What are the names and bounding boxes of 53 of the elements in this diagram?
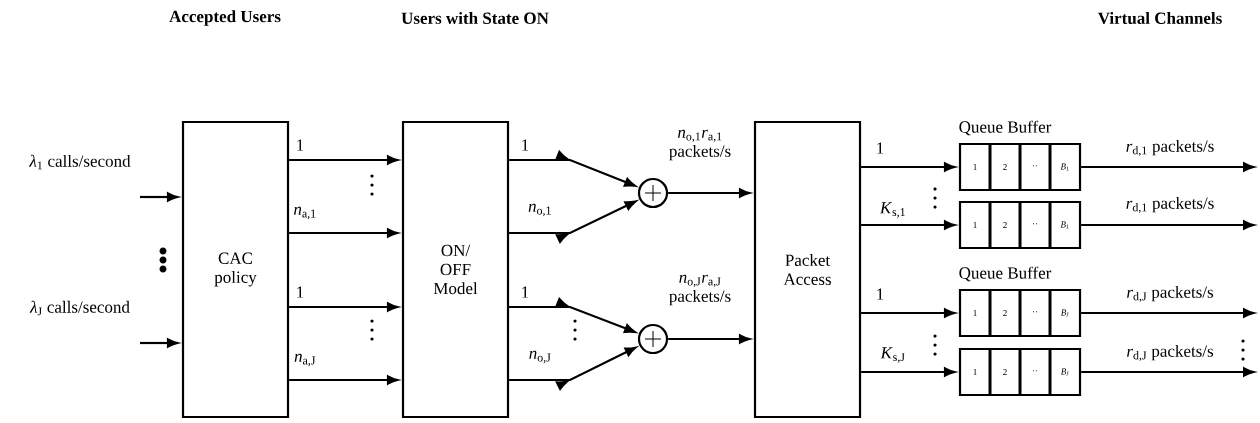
column-heading: Accepted Users	[169, 10, 281, 26]
process-box: CAC policy	[181, 120, 290, 419]
queue-buffer: 1 2 ·· B$_{1}$	[958, 142, 1082, 192]
queue-buffer: 1 2 ·· B$_{J}$	[958, 288, 1082, 338]
arrow	[861, 367, 956, 377]
arrow	[668, 188, 751, 198]
edge-label: r$_{d,1}$ packets/s	[1126, 139, 1214, 157]
arrow	[289, 375, 399, 385]
summing-junction	[637, 323, 669, 355]
arrow	[861, 220, 956, 230]
edge-label: 1	[522, 286, 529, 298]
queue-buffer: 1 2 ·· B$_{J}$	[958, 347, 1082, 397]
edge-label: n$_{o,1}$r$_{a,1}$ packets/s	[669, 129, 731, 161]
edge-label: r$_{d,J}$ packets/s	[1127, 344, 1214, 362]
edge-label: K$_{s,1}$	[879, 202, 905, 218]
arrow	[289, 302, 399, 312]
arrow	[861, 308, 956, 318]
edge-label: n$_{o,J}$r$_{a,J}$ packets/s	[669, 274, 731, 306]
arrow	[289, 228, 399, 238]
edge-label: λ$_{J}$ calls/second	[29, 300, 130, 316]
arrow	[140, 338, 179, 348]
edge-label: 1	[297, 286, 304, 298]
column-heading: Virtual Channels	[1097, 12, 1222, 24]
arrow	[289, 155, 399, 165]
queue-buffer: 1 2 ·· B$_{1}$	[958, 200, 1082, 250]
edge-label: K$_{s,J}$	[880, 347, 905, 363]
edge-label: 1	[297, 139, 304, 151]
arrow	[1081, 367, 1255, 377]
arrow	[140, 192, 179, 202]
edge-label: n$_{o,J}$	[529, 350, 551, 364]
edge-label: 1	[522, 139, 529, 151]
arrow	[861, 162, 956, 172]
edge-label: n$_{a,J}$	[294, 353, 316, 367]
queue-label: Queue Buffer	[959, 266, 1052, 282]
edge-label: n$_{a,1}$	[294, 206, 316, 220]
edge-label: 1	[877, 142, 884, 154]
summing-junction	[637, 177, 669, 209]
arrow	[1081, 162, 1255, 172]
arrow	[1081, 308, 1255, 318]
arrow	[1081, 220, 1255, 230]
queue-label: Queue Buffer	[959, 120, 1052, 136]
column-heading: Users with State ON	[401, 12, 549, 24]
process-box: Packet Access	[753, 120, 862, 419]
edge-label: r$_{d,J}$ packets/s	[1127, 285, 1214, 303]
arrow	[668, 334, 751, 344]
arrow	[509, 150, 636, 187]
arrow	[509, 200, 637, 243]
edge-label: λ$_{1}$ calls/second	[29, 154, 131, 170]
edge-label: 1	[877, 288, 884, 300]
arrow	[509, 346, 637, 390]
edge-label: n$_{o,1}$	[528, 203, 551, 217]
process-box: ON/ OFF Model	[401, 120, 510, 419]
edge-label: r$_{d,1}$ packets/s	[1126, 196, 1214, 214]
